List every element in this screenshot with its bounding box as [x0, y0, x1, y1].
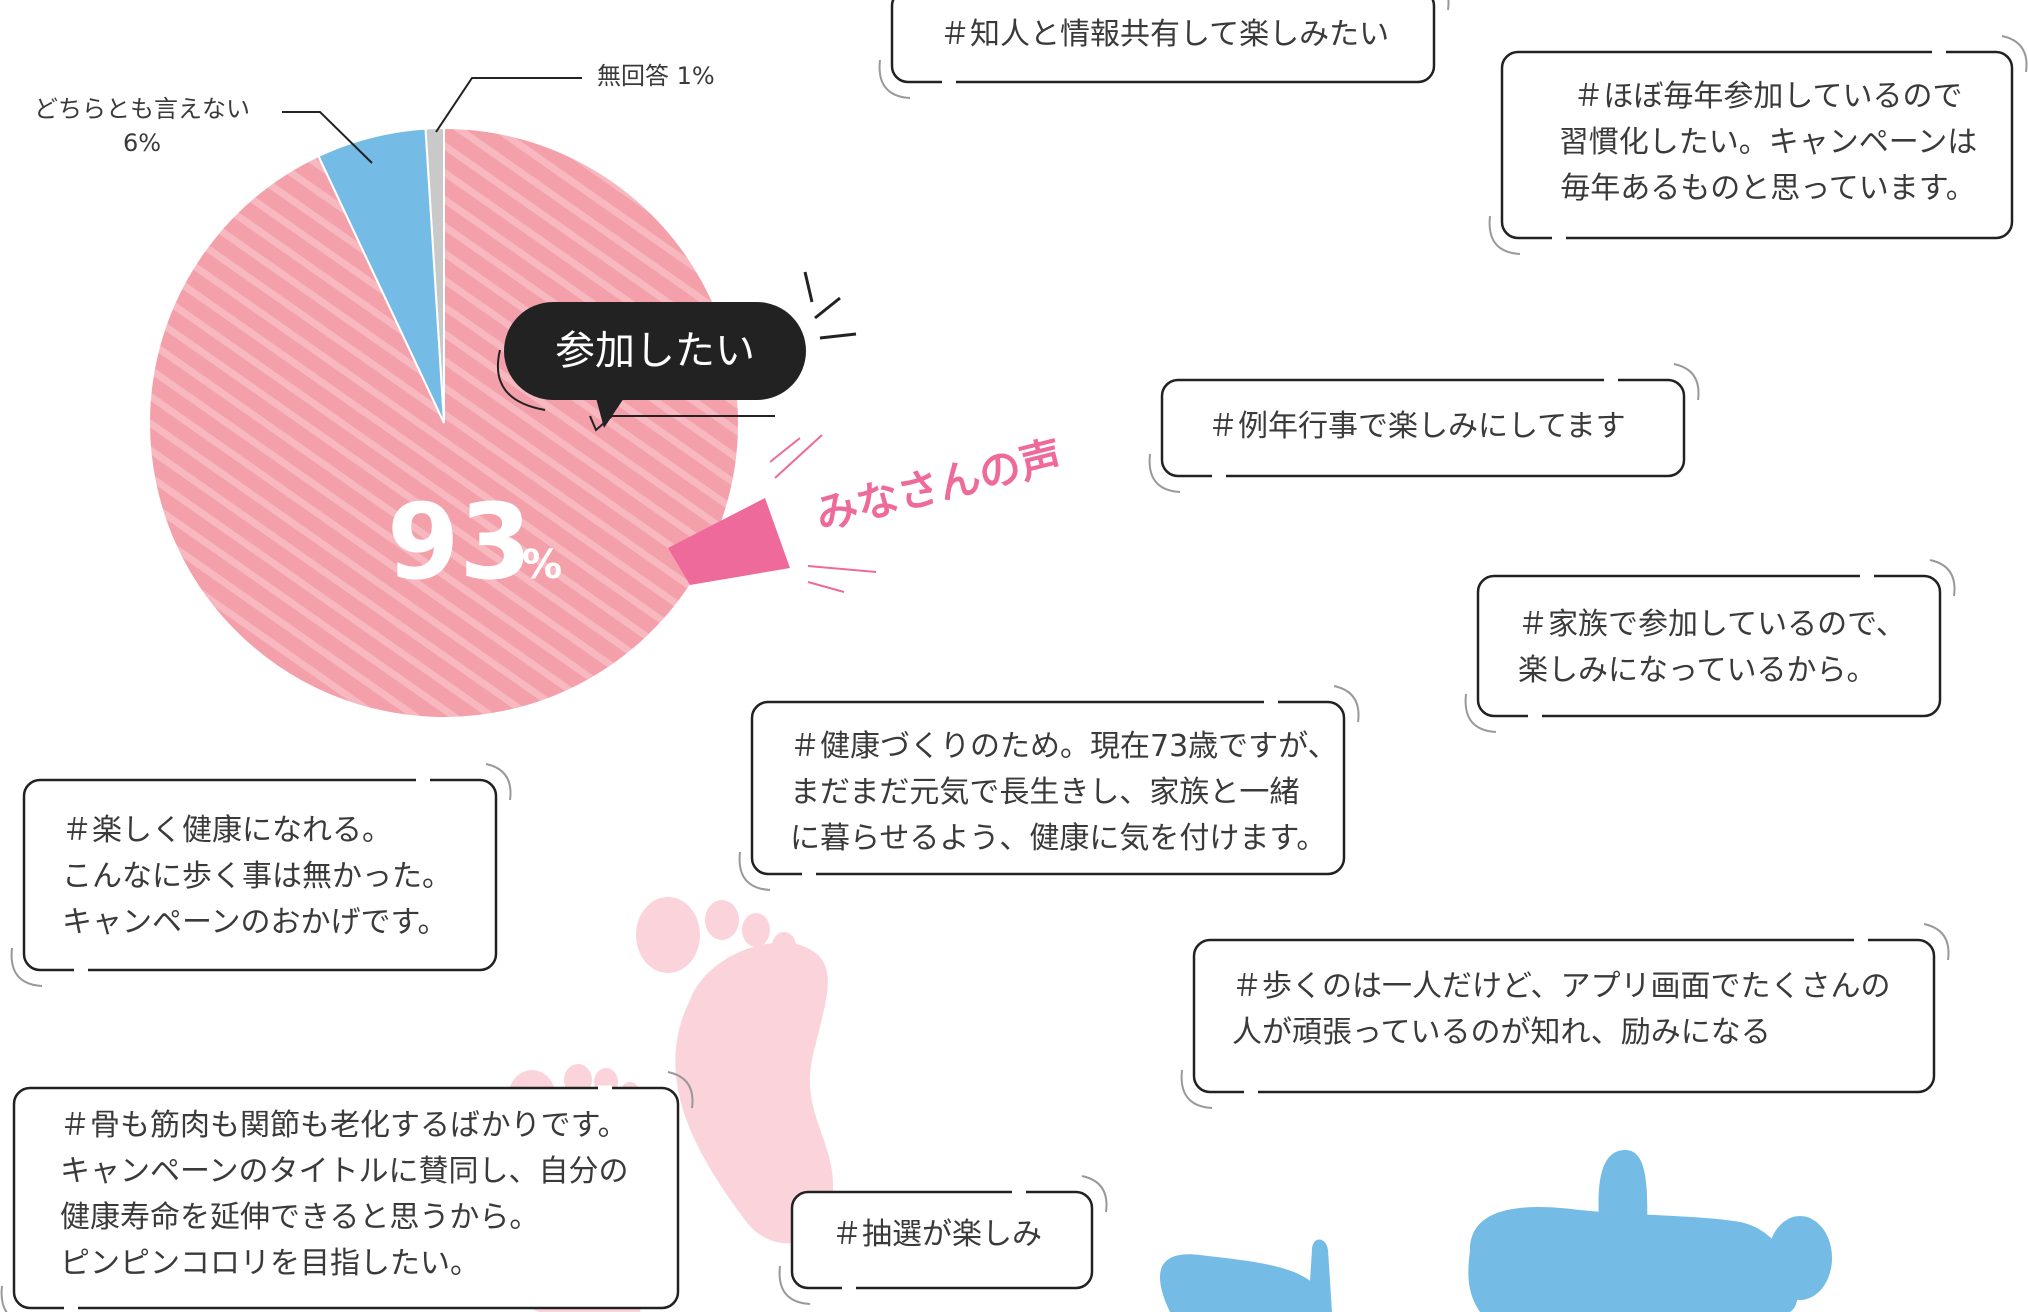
- slice-label-no-answer: 無回答 1%: [597, 62, 715, 90]
- footprint-toe: [796, 954, 816, 978]
- comment-line: 人が頑張っているのが知れ、励みになる: [1232, 1015, 1771, 1050]
- comment-5: ＃健康づくりのため。現在73歳ですが、まだまだ元気で長生きし、家族と一緒に暮らせ…: [790, 724, 1338, 862]
- comment-7: ＃歩くのは一人だけど、アプリ画面でたくさんの人が頑張っているのが知れ、励みになる: [1232, 964, 1891, 1056]
- comment-2: ＃ほぼ毎年参加しているので習慣化したい。キャンペーンは毎年あるものと思っています…: [1548, 74, 1988, 212]
- comment-line: 健康寿命を延伸できると思うから。: [60, 1200, 540, 1235]
- footprint-toe: [742, 913, 770, 947]
- comment-line: 楽しみになっているから。: [1518, 653, 1877, 688]
- comment-1: ＃知人と情報共有して楽しみたい: [940, 12, 1389, 58]
- blue-shape: [1160, 1254, 1330, 1312]
- comment-line: ＃抽選が楽しみ: [832, 1217, 1042, 1252]
- blue-brush-decoration: [1160, 1150, 1832, 1312]
- comment-line: ＃知人と情報共有して楽しみたい: [940, 17, 1390, 52]
- footprint-toe: [772, 932, 796, 960]
- blue-shape: [1308, 1239, 1332, 1312]
- comment-line: こんなに歩く事は無かった。: [62, 859, 452, 894]
- leader-no-answer: [435, 77, 582, 133]
- comment-line: に暮らせるよう、健康に気を付けます。: [790, 821, 1327, 856]
- slice-label-neutral: どちらとも言えない: [34, 95, 250, 123]
- leader-neutral: [282, 111, 373, 164]
- comment-line: まだまだ元気で長生きし、家族と一緒: [790, 775, 1300, 810]
- pie-leader-lines: [282, 77, 582, 164]
- slice-yes: [148, 126, 740, 719]
- comment-line: ＃ほぼ毎年参加しているので: [1573, 79, 1963, 114]
- slice-value-neutral: 6%: [123, 129, 161, 157]
- comment-line: キャンペーンのおかげです。: [62, 905, 448, 940]
- main-percentage-value: 93: [387, 481, 532, 603]
- blue-shape: [1768, 1216, 1832, 1300]
- main-percentage-unit: %: [522, 542, 562, 588]
- comment-6: ＃楽しく健康になれる。こんなに歩く事は無かった。キャンペーンのおかげです。: [62, 808, 452, 946]
- comment-line: ＃歩くのは一人だけど、アプリ画面でたくさんの: [1232, 969, 1891, 1004]
- comment-3: ＃例年行事で楽しみにしてます: [1208, 404, 1626, 450]
- footprint-right: [675, 942, 834, 1244]
- pie-chart: [148, 126, 740, 719]
- comment-bubble-frame: [878, 0, 1450, 99]
- blue-shape: [1598, 1150, 1648, 1312]
- answer-callout-label: 参加したい: [555, 328, 755, 374]
- comment-bubble-frame: [0, 1071, 694, 1312]
- comment-line: ＃健康づくりのため。現在73歳ですが、: [790, 729, 1338, 764]
- comment-line: ＃例年行事で楽しみにしてます: [1208, 409, 1626, 444]
- comment-line: ＃家族で参加しているので、: [1518, 607, 1906, 642]
- comment-8: ＃骨も筋肉も関節も老化するばかりです。キャンペーンのタイトルに賛同し、自分の健康…: [60, 1103, 629, 1287]
- main-percentage: 93 %: [387, 481, 562, 603]
- footprint-toe: [705, 900, 739, 940]
- comment-bubble-frame: [1464, 559, 1956, 733]
- comment-bubble-frame: [738, 685, 1360, 891]
- voices-title: みなさんの声: [811, 431, 1067, 540]
- footprint-toe: [636, 897, 700, 973]
- comment-bubble-frame: [1180, 923, 1950, 1109]
- comment-9: ＃抽選が楽しみ: [832, 1212, 1042, 1258]
- comment-line: 習慣化したい。キャンペーンは: [1558, 125, 1978, 160]
- comment-4: ＃家族で参加しているので、楽しみになっているから。: [1518, 602, 1906, 694]
- comment-line: 毎年あるものと思っています。: [1560, 171, 1976, 206]
- comment-bubble-frame: [10, 763, 512, 987]
- comment-bubble-frame: [778, 1175, 1108, 1305]
- comment-line: キャンペーンのタイトルに賛同し、自分の: [60, 1154, 629, 1189]
- comment-line: ＃骨も筋肉も関節も老化するばかりです。: [60, 1108, 628, 1143]
- comment-bubble-frame: [1488, 35, 2028, 255]
- comment-line: ＃楽しく健康になれる。: [62, 813, 392, 848]
- comment-line: ピンピンコロリを目指したい。: [60, 1246, 480, 1281]
- answer-callout: 参加したい: [496, 271, 857, 432]
- comment-bubble-frame: [1148, 363, 1700, 493]
